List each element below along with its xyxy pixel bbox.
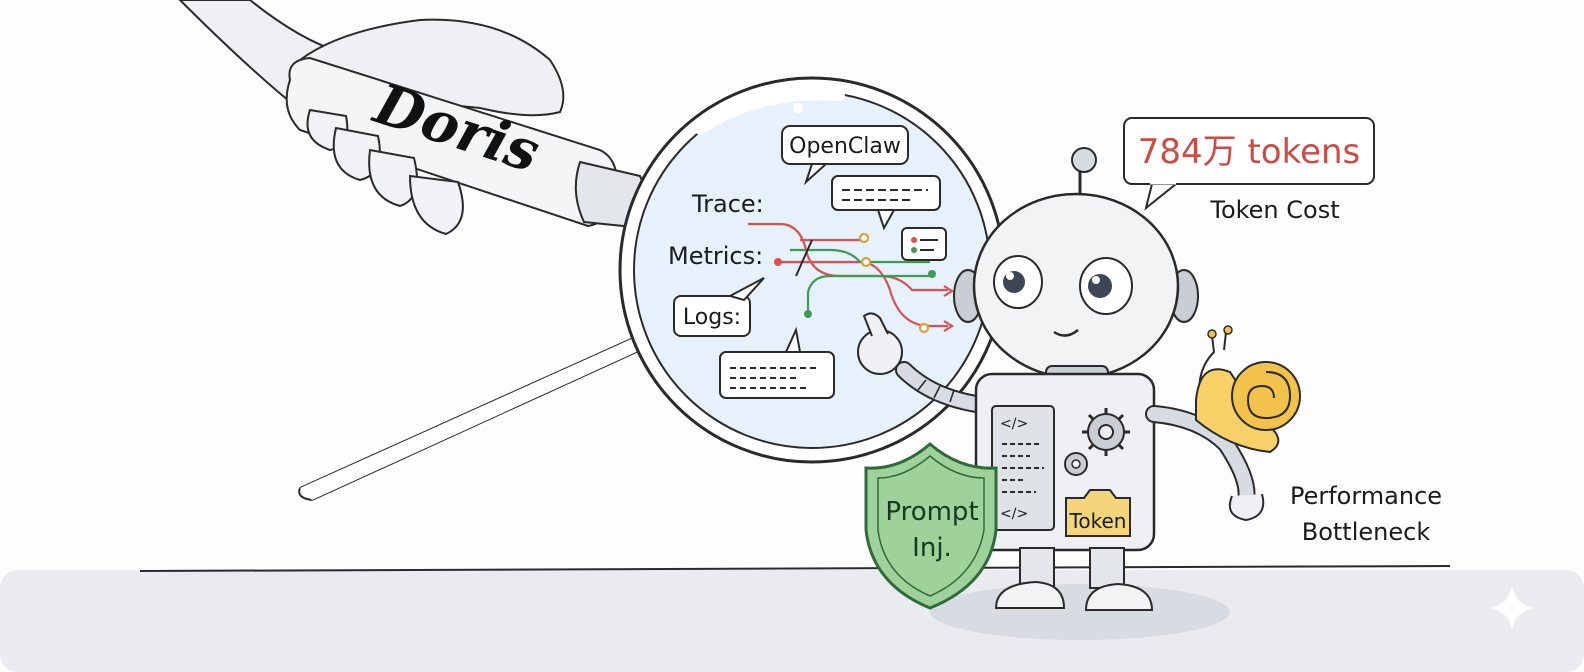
openclaw-bubble: OpenClaw [781,125,909,186]
token-count-bubble: 784万 tokens [1123,117,1375,211]
lens-contents: OpenClaw Trace: Metrics: [668,125,955,399]
note-bubble-bottom [719,326,835,399]
magnifier-rod [298,335,646,501]
openclaw-label: OpenClaw [789,134,901,159]
gear-icon [1082,408,1130,456]
shield-text-line2: Inj. [912,533,952,563]
token-card-label: Token [1069,509,1127,533]
token-cost-label: Token Cost [1209,196,1339,224]
performance-label-line1: Performance [1290,482,1442,510]
legend-bubble [901,227,947,261]
sparkle-icon [1488,584,1536,632]
small-gear-icon [1064,452,1088,476]
metrics-label: Metrics: [668,242,763,270]
ground [0,565,1584,672]
robot-illustration: </> </> Token [857,147,1265,611]
token-count-text: 784万 tokens [1138,132,1361,172]
code-tag-top: </> [1000,416,1028,432]
hand-illustration: Doris [178,0,649,236]
logs-bubble: Logs: [673,277,765,337]
code-tag-bottom: </> [1000,506,1028,522]
snail-icon [1195,325,1301,454]
token-card: Token [1065,489,1131,537]
shield-text-line1: Prompt [885,497,978,527]
performance-label-line2: Bottleneck [1302,518,1431,546]
note-bubble-top [831,175,941,231]
logs-label: Logs: [683,305,741,330]
trace-lines [748,222,955,334]
trace-label: Trace: [691,190,764,218]
shield-icon: Prompt Inj. [864,442,998,610]
